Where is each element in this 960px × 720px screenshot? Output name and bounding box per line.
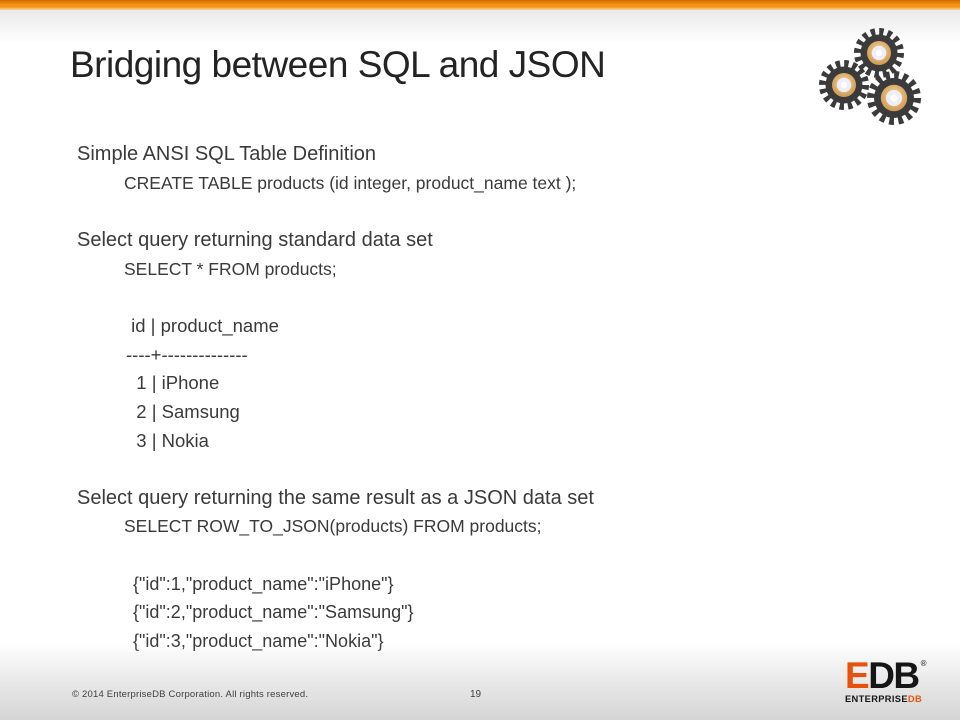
json-result-line: {"id":2,"product_name":"Samsung"} [133, 602, 414, 623]
enterprisedb-logo: EDB® ENTERPRISEDB [845, 655, 927, 704]
gear-bottom-left [819, 60, 869, 110]
logo-subtext-enterprise: ENTERPRISE [845, 694, 908, 705]
gear-top [854, 28, 904, 78]
sql-code-line: SELECT ROW_TO_JSON(products) FROM produc… [124, 516, 542, 537]
section-heading: Select query returning the same result a… [77, 486, 594, 509]
query-result-line: 2 | Samsung [126, 400, 240, 422]
logo-letter-e: E [845, 655, 870, 696]
blank-line [77, 455, 837, 484]
registered-mark: ® [920, 659, 927, 668]
gears-icon [819, 28, 921, 125]
logo-subtext-db: DB [907, 694, 923, 705]
json-result-line: {"id":1,"product_name":"iPhone"} [133, 573, 394, 594]
logo-letters-db: DB [868, 655, 920, 696]
query-result-line: 3 | Nokia [126, 429, 209, 451]
top-accent-bar [0, 0, 960, 10]
header-fade [0, 10, 960, 44]
slide-body: Simple ANSI SQL Table Definition CREATE … [77, 140, 837, 656]
section-heading: Simple ANSI SQL Table Definition [77, 143, 377, 165]
footer-fade [0, 642, 960, 720]
blank-line [77, 197, 837, 226]
blank-line [77, 541, 837, 570]
sql-code-line: SELECT * FROM products; [124, 258, 337, 279]
query-result-line: ----+-------------- [126, 343, 248, 365]
copyright-text: © 2014 EnterpriseDB Corporation. All rig… [72, 689, 309, 700]
page-number: 19 [470, 689, 482, 700]
section-heading: Select query returning standard data set [77, 228, 433, 251]
query-result-line: id | product_name [126, 314, 279, 336]
query-result-line: 1 | iPhone [126, 372, 220, 394]
logo-wordmark: EDB® [845, 655, 927, 696]
gear-bottom-right [867, 71, 921, 125]
blank-line [77, 283, 837, 312]
sql-code-line: CREATE TABLE products (id integer, produ… [124, 172, 577, 193]
slide-title: Bridging between SQL and JSON [70, 44, 606, 85]
logo-subtext: ENTERPRISEDB [845, 694, 925, 704]
